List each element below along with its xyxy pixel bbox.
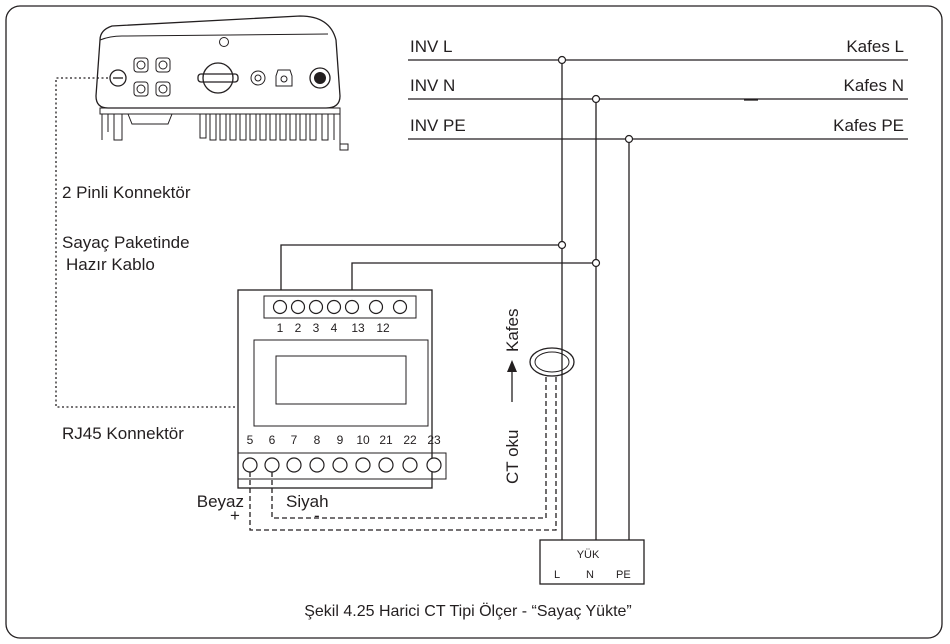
label-inv-n: INV N <box>410 76 455 95</box>
label-minus: - <box>314 506 320 525</box>
figure-caption: Şekil 4.25 Harici CT Tipi Ölçer - “Sayaç… <box>304 602 632 620</box>
load-pe: PE <box>616 569 631 581</box>
label-grid-pe: Kafes PE <box>833 116 904 135</box>
label-grid-l: Kafes L <box>846 37 904 56</box>
label-cable-line1: Sayaç Paketinde <box>62 233 190 252</box>
label-black: Siyah <box>286 492 329 511</box>
load-title: YÜK <box>577 549 600 561</box>
bottom-terminal-label: 10 <box>356 433 370 447</box>
load-box <box>539 539 645 585</box>
label-inv-pe: INV PE <box>410 116 466 135</box>
label-rj45: RJ45 Konnektör <box>62 424 184 443</box>
ac-connector-icon <box>309 67 331 89</box>
top-terminal-label: 2 <box>295 321 302 335</box>
top-terminal-label: 1 <box>277 321 284 335</box>
label-grid-direction: Kafes <box>503 309 522 352</box>
label-cable-line2: Hazır Kablo <box>66 255 155 274</box>
label-plus: + <box>230 506 240 525</box>
energy-meter <box>237 289 447 489</box>
inverter-illustration <box>95 15 349 151</box>
load-l: L <box>554 569 560 581</box>
dc-switch-icon <box>202 62 234 94</box>
load-n: N <box>586 569 594 581</box>
bottom-terminal-label: 6 <box>269 433 276 447</box>
comm-cable <box>55 77 238 408</box>
top-terminal-label: 3 <box>313 321 320 335</box>
label-grid-n: Kafes N <box>844 76 904 95</box>
ct-clamp <box>529 347 575 377</box>
label-two-pin-connector: 2 Pinli Konnektör <box>62 183 191 202</box>
bottom-terminal-label: 8 <box>314 433 321 447</box>
bottom-terminal-label: 23 <box>427 433 441 447</box>
label-ct-arrow: CT oku <box>503 430 522 485</box>
label-inv-l: INV L <box>410 37 453 56</box>
top-terminal-label: 12 <box>376 321 390 335</box>
bottom-terminal-label: 22 <box>403 433 417 447</box>
two-pin-connector-icon <box>109 69 127 87</box>
label-white: Beyaz <box>197 492 244 511</box>
top-terminal-label: 13 <box>351 321 365 335</box>
diagram-frame <box>5 5 943 639</box>
bottom-terminal-label: 9 <box>337 433 344 447</box>
top-terminal-label: 4 <box>331 321 338 335</box>
bottom-terminal-label: 5 <box>247 433 254 447</box>
bottom-terminal-label: 7 <box>291 433 298 447</box>
bottom-terminal-label: 21 <box>379 433 393 447</box>
ct-wire-white <box>249 376 557 531</box>
